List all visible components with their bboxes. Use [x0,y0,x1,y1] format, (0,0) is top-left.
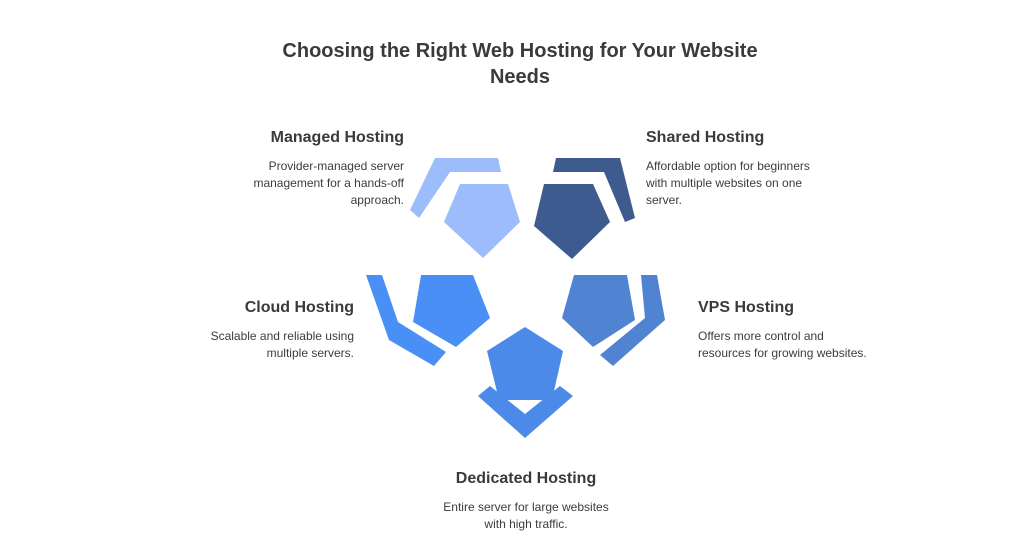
cloud-hosting-heading: Cloud Hosting [244,299,354,316]
shared-hosting-pentagon [534,184,610,259]
vps-hosting-outer-band [600,275,665,366]
vps-hosting-pentagon [562,275,635,347]
desc-line: with high traffic. [484,517,568,531]
managed-hosting-shape [410,158,520,258]
desc-line: Entire server for large websites [443,500,609,514]
desc-line: resources for growing websites. [698,346,867,360]
shared-hosting-description: Affordable option for beginners with mul… [646,158,846,209]
title-line-1: Choosing the Right Web Hosting for Your … [282,40,758,62]
cloud-hosting-description: Scalable and reliable using multiple ser… [190,328,354,362]
desc-line: multiple servers. [266,346,354,360]
desc-line: with multiple websites on one [646,176,803,190]
cloud-hosting-shape [366,275,490,366]
cloud-hosting-item: Cloud Hosting Scalable and reliable usin… [190,298,354,362]
vps-hosting-heading: VPS Hosting [698,299,795,316]
desc-line: approach. [350,193,404,207]
desc-line: Provider-managed server [268,159,404,173]
desc-line: server. [646,193,683,207]
dedicated-hosting-description: Entire server for large websites with hi… [412,499,640,533]
desc-line: Affordable option for beginners [646,159,810,173]
shared-hosting-shape [534,158,635,259]
desc-line: management for a hands-off [253,176,404,190]
dedicated-hosting-shape [478,327,573,438]
cloud-hosting-outer-band [366,275,446,366]
shared-hosting-item: Shared Hosting Affordable option for beg… [646,128,846,209]
managed-hosting-item: Managed Hosting Provider-managed server … [230,128,404,209]
managed-hosting-description: Provider-managed server management for a… [230,158,404,209]
vps-hosting-shape [562,275,665,366]
dedicated-hosting-item: Dedicated Hosting Entire server for larg… [412,469,640,533]
page-title: Choosing the Right Web Hosting for Your … [0,38,1024,90]
shared-hosting-heading: Shared Hosting [646,129,765,146]
managed-hosting-heading: Managed Hosting [270,129,404,146]
title-line-2: Needs [489,66,551,88]
managed-hosting-outer-band [410,158,501,218]
vps-hosting-item: VPS Hosting Offers more control and reso… [698,298,898,362]
cloud-hosting-pentagon [413,275,490,347]
vps-hosting-description: Offers more control and resources for gr… [698,328,898,362]
dedicated-hosting-pentagon [487,327,563,400]
desc-line: Offers more control and [698,329,824,343]
managed-hosting-pentagon [444,184,520,258]
desc-line: Scalable and reliable using [210,329,354,343]
shared-hosting-outer-band [553,158,635,222]
dedicated-hosting-heading: Dedicated Hosting [455,470,597,487]
dedicated-hosting-outer-band [478,386,573,438]
